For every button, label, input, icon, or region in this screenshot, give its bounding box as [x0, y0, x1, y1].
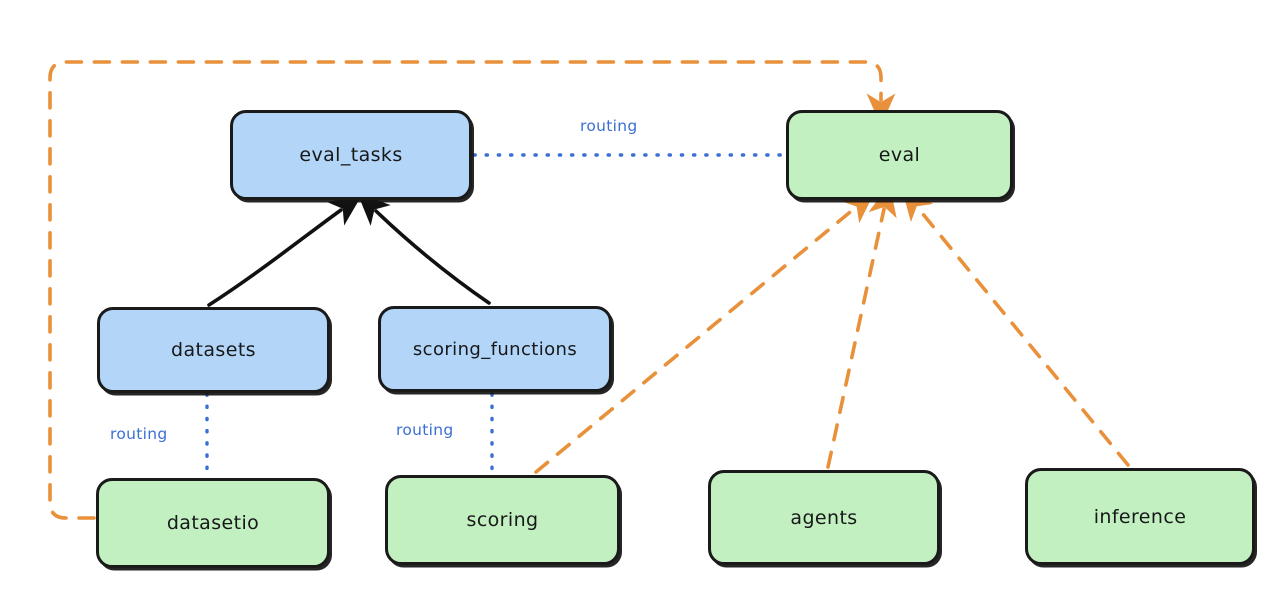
node-datasets[interactable]: datasets [97, 307, 330, 393]
node-inference[interactable]: inference [1025, 468, 1255, 565]
node-label-scoring-functions: scoring_functions [412, 338, 578, 360]
node-eval-tasks[interactable]: eval_tasks [230, 110, 472, 200]
node-scoring-functions[interactable]: scoring_functions [378, 306, 612, 392]
edge-scoring_functions-to-eval_tasks [357, 193, 491, 305]
edge-agents-to-eval [826, 183, 897, 469]
node-datasetio[interactable]: datasetio [96, 478, 330, 568]
node-agents[interactable]: agents [708, 470, 940, 565]
node-scoring[interactable]: scoring [385, 475, 620, 565]
node-label-agents: agents [790, 506, 858, 529]
node-label-inference: inference [1093, 505, 1187, 528]
node-eval[interactable]: eval [786, 110, 1013, 200]
edge-inference-to-eval [901, 187, 1130, 467]
node-label-eval: eval [878, 144, 921, 166]
edge-label-routing-datasets-datasetio: routing [110, 425, 168, 443]
edge-label-routing-scoring-functions-scoring: routing [396, 421, 454, 439]
edge-scoring-to-eval [534, 191, 875, 474]
node-label-scoring: scoring [466, 509, 539, 531]
edge-datasetio-to-eval [48, 60, 896, 520]
node-label-datasetio: datasetio [166, 512, 260, 534]
edge-datasets-to-eval_tasks [207, 194, 363, 307]
node-label-eval-tasks: eval_tasks [299, 144, 403, 166]
edge-label-routing-eval-tasks-eval: routing [580, 117, 638, 135]
node-label-datasets: datasets [171, 339, 256, 361]
